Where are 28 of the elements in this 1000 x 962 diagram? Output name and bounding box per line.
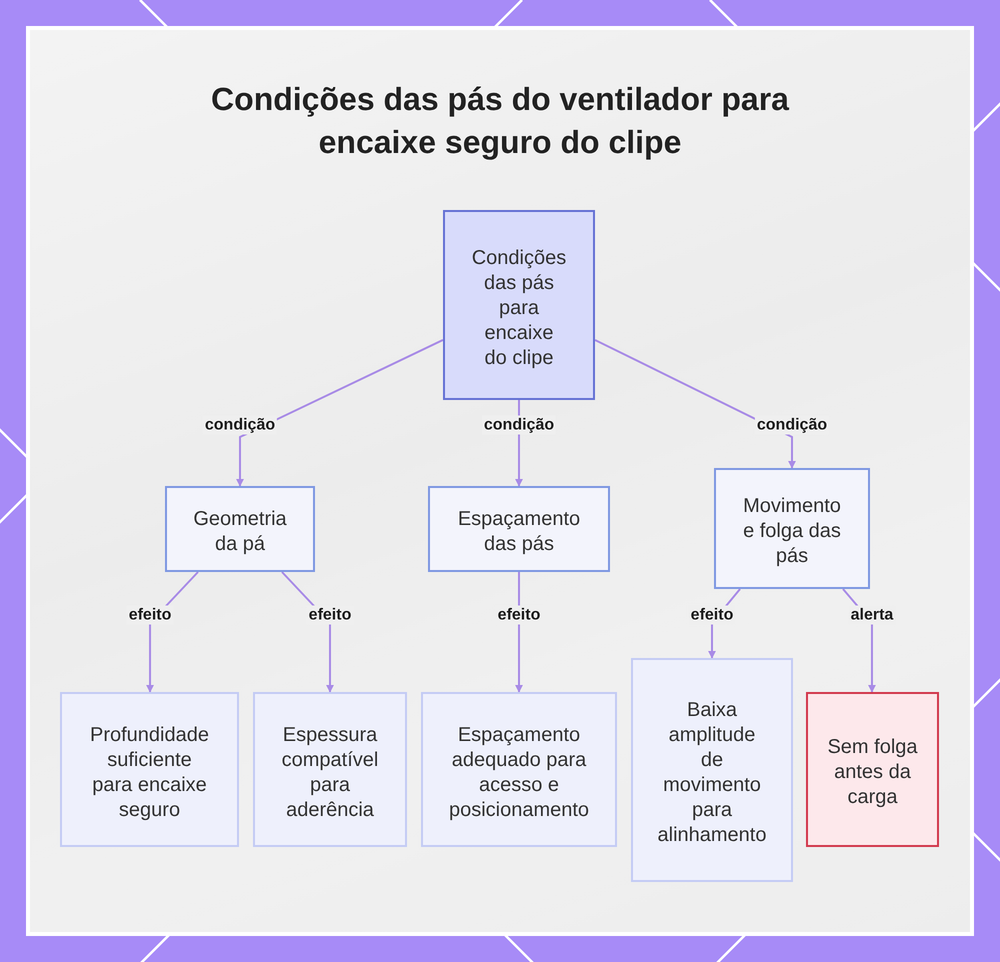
- effect-box: [631, 658, 793, 882]
- connector-arrow: [236, 339, 444, 487]
- alert-box: [806, 692, 939, 847]
- edge-label: efeito: [126, 606, 174, 624]
- node-text: Espessura compatível para aderência: [280, 722, 380, 822]
- category-box: [428, 486, 610, 572]
- edge-label: efeito: [306, 606, 354, 624]
- effect-box: [60, 692, 239, 847]
- edge-label: efeito: [496, 606, 542, 624]
- edge-label: alerta: [848, 606, 896, 624]
- node-text: Movimento e folga das pás: [742, 494, 842, 569]
- edge-label: condição: [482, 416, 556, 434]
- edge-label: condição: [754, 416, 830, 434]
- category-box: [714, 468, 870, 589]
- node-text: Condições das pás para encaixe do clipe: [471, 246, 567, 370]
- edge-label: efeito: [688, 606, 736, 624]
- concept-box: [443, 210, 595, 400]
- node-text: Espaçamento das pás: [456, 507, 582, 557]
- node-text: Profundidade suficiente para encaixe seguro: [89, 722, 210, 822]
- node-text: Sem folga antes da carga: [826, 735, 919, 810]
- node-text: Baixa amplitude de movimento para alinhamento: [656, 698, 768, 848]
- category-box: [165, 486, 315, 572]
- node-text: Espaçamento adequado para acesso e posicionamento: [448, 722, 590, 822]
- effect-box: [253, 692, 407, 847]
- node-text: Geometria da pá: [192, 507, 288, 557]
- diagram-title: Condições das pás do ventilador para encaixe seguro do clipe: [210, 80, 790, 162]
- effect-box: [421, 692, 617, 847]
- edge-label: condição: [202, 416, 278, 434]
